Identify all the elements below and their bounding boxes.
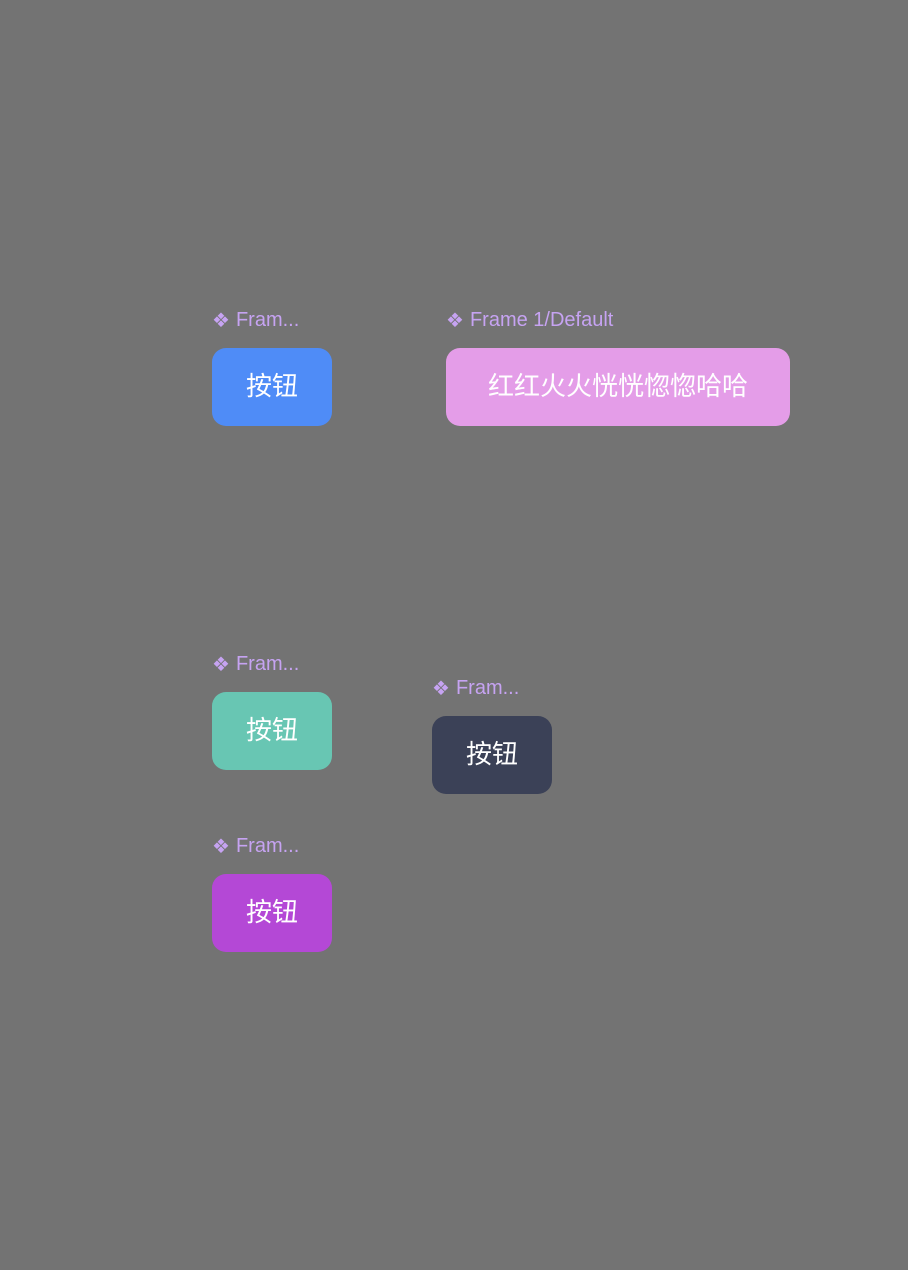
button-label: 按钮 [465, 740, 518, 770]
frame-label-text: Frame 1/Default [469, 309, 614, 331]
frame-label[interactable]: ❖ Fram... [212, 653, 299, 675]
frame-label[interactable]: ❖ Fram... [212, 835, 299, 857]
frame-label-text: Fram... [235, 653, 300, 675]
teal-button[interactable]: 按钮 [212, 692, 332, 770]
component-diamond-icon: ❖ [432, 676, 450, 700]
frame-label-text: Fram... [235, 835, 300, 857]
button-label: 红红火火恍恍惚惚哈哈 [487, 372, 748, 402]
frame-label-text: Fram... [455, 677, 520, 699]
frame-label[interactable]: ❖ Fram... [432, 677, 519, 699]
purple-button[interactable]: 按钮 [212, 874, 332, 952]
button-label: 按钮 [245, 898, 298, 928]
button-label: 按钮 [245, 716, 298, 746]
pink-wide-button[interactable]: 红红火火恍恍惚惚哈哈 [446, 348, 790, 426]
frame-label[interactable]: ❖ Frame 1/Default [446, 309, 613, 331]
component-diamond-icon: ❖ [212, 652, 230, 676]
primary-blue-button[interactable]: 按钮 [212, 348, 332, 426]
component-diamond-icon: ❖ [212, 308, 230, 332]
component-diamond-icon: ❖ [212, 834, 230, 858]
frame-label-text: Fram... [235, 309, 300, 331]
component-diamond-icon: ❖ [446, 308, 464, 332]
dark-button[interactable]: 按钮 [432, 716, 552, 794]
button-label: 按钮 [245, 372, 298, 402]
frame-label[interactable]: ❖ Fram... [212, 309, 299, 331]
